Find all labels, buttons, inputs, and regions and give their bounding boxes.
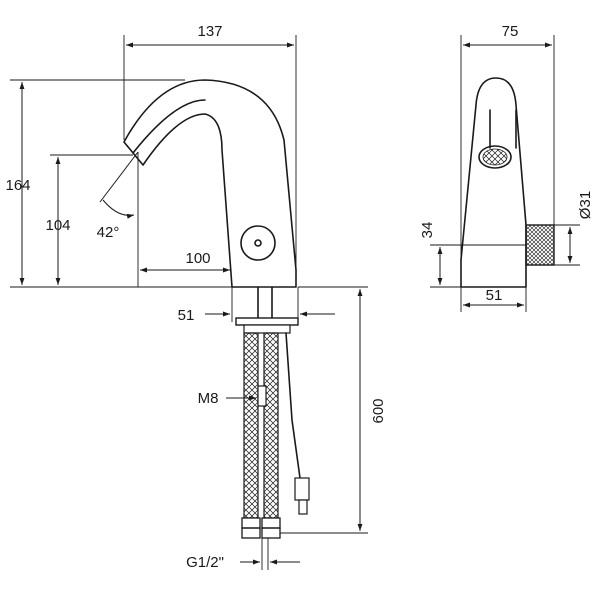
label-42: 42° [97,224,120,241]
mounting-washer [243,324,291,334]
label-75: 75 [502,23,519,40]
mounting-plate [235,317,299,326]
label-137: 137 [197,23,222,40]
label-m8: M8 [198,390,219,407]
front-dimensions: 75 Ø31 34 51 [419,23,594,312]
side-dimensions: 137 164 104 42° 100 [5,23,297,288]
front-view [460,77,555,288]
faucet-body-outline [123,79,297,288]
label-104: 104 [45,217,70,234]
spout-inner-line [132,99,206,154]
sensor-cable [285,332,301,479]
aerator-outlet [478,145,512,169]
installation-assembly [235,286,310,539]
angle-arc-42 [102,199,135,219]
hose-right [263,332,279,519]
label-51-side: 51 [178,307,195,324]
threaded-rod-m8 [257,385,267,407]
sensor-button [240,225,276,261]
cable-connector [294,477,310,501]
cable-plug [298,499,308,515]
label-34: 34 [419,222,436,239]
hose-left [243,332,259,519]
installation-dimensions: 51 M8 600 G1/2" [178,286,387,571]
label-d31: Ø31 [577,191,594,219]
label-g12: G1/2" [186,554,224,571]
side-view [99,79,297,288]
front-body-outline [460,77,527,288]
label-600: 600 [370,398,387,423]
label-51-front: 51 [486,287,503,304]
label-164: 164 [5,177,30,194]
label-100: 100 [185,250,210,267]
spout-outlet-axis [99,151,139,203]
knurled-nut [525,224,555,266]
